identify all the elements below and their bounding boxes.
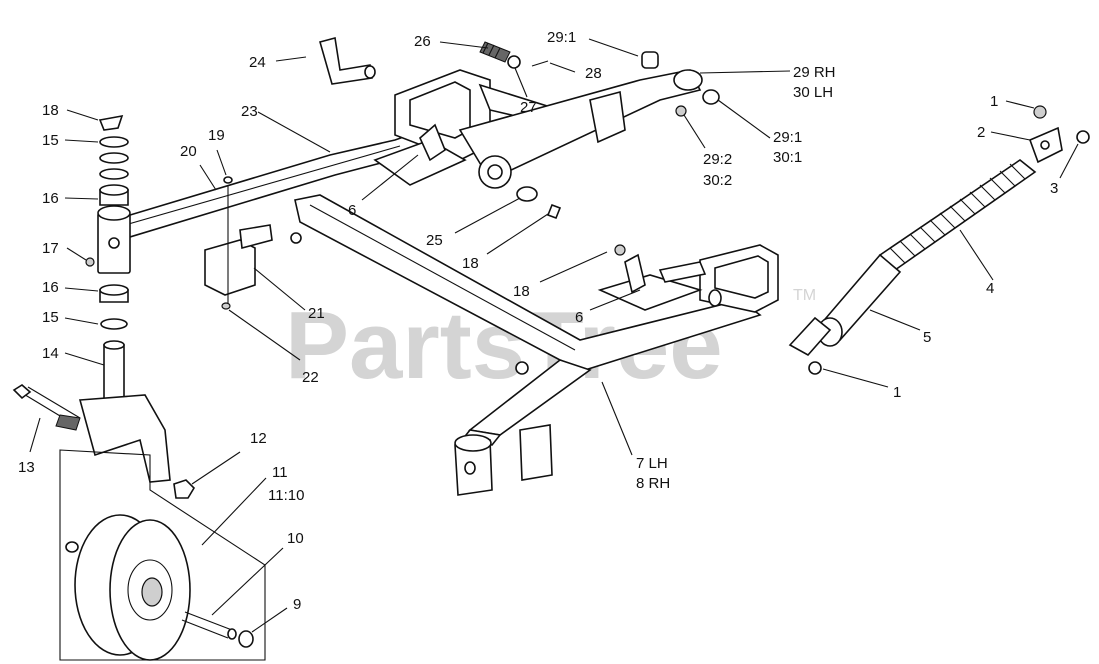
callout-5: 5	[923, 329, 931, 346]
callout-13: 13	[18, 459, 35, 476]
washer-25	[516, 186, 538, 202]
plate-upper-tab	[419, 123, 446, 162]
screw-29-2	[675, 105, 687, 117]
callout-15-upper: 15	[42, 132, 59, 149]
mid-bracket	[204, 176, 302, 310]
callout-30-lh: 30 LH	[793, 84, 833, 101]
caster-fork-tube	[97, 205, 131, 274]
lower-socket-tube	[454, 434, 493, 496]
handle-rod	[319, 36, 376, 85]
caster-bushing-16b-top	[99, 284, 129, 296]
callout-2: 2	[977, 124, 985, 141]
callout-9: 9	[293, 596, 301, 613]
callout-1-top: 1	[990, 93, 998, 110]
bushing-29-1-right	[702, 89, 720, 105]
lower-bracket-drop	[519, 424, 553, 481]
bushing-29-1-top	[641, 51, 659, 69]
callout-8-rh: 8 RH	[636, 475, 670, 492]
callout-22: 22	[302, 369, 319, 386]
caster-ring-b	[99, 168, 129, 180]
callout-18-mid: 18	[462, 255, 479, 272]
clip-18-mid	[546, 203, 562, 220]
callout-25: 25	[426, 232, 443, 249]
callout-14: 14	[42, 345, 59, 362]
nut-3	[1076, 130, 1090, 144]
callout-18-lower: 18	[513, 283, 530, 300]
callout-19: 19	[208, 127, 225, 144]
caster-ring-a	[99, 152, 129, 164]
caster-bolt-13	[12, 384, 81, 431]
caster-axle-10	[181, 611, 237, 640]
callout-21: 21	[308, 305, 325, 322]
caster-clip-18	[98, 114, 124, 131]
caster-spacer-9	[238, 630, 254, 648]
callout-4: 4	[986, 280, 994, 297]
caster-grease-17	[85, 257, 95, 267]
caster-fork	[78, 394, 171, 483]
caster-washer-15b	[100, 318, 128, 330]
callout-30-2: 30:2	[703, 172, 732, 189]
callout-16-upper: 16	[42, 190, 59, 207]
washer-27	[507, 55, 521, 69]
nut-18-lower	[614, 244, 626, 256]
pin-28	[531, 60, 549, 67]
callout-11-10: 11:10	[268, 487, 304, 504]
callout-6-lower: 6	[575, 309, 583, 326]
screw-1-lower	[808, 361, 822, 375]
callout-17: 17	[42, 240, 59, 257]
callout-7-lh: 7 LH	[636, 455, 668, 472]
caster-washer-15a	[99, 136, 129, 148]
callout-1-bottom: 1	[893, 384, 901, 401]
spring-bracket-2	[1028, 126, 1063, 164]
callout-11: 11	[272, 464, 288, 481]
caster-nut-12	[173, 479, 196, 499]
upper-right-arm	[458, 69, 703, 189]
spring-coils	[879, 163, 1026, 271]
callout-10: 10	[287, 530, 304, 547]
leader-lines	[29, 38, 1079, 633]
callout-15-lower: 15	[42, 309, 59, 326]
callout-23: 23	[241, 103, 258, 120]
callout-30-1: 30:1	[773, 149, 802, 166]
callout-27: 27	[520, 99, 537, 116]
caster-spindle-14	[103, 340, 125, 406]
callout-12: 12	[250, 430, 267, 447]
spring-end-bracket-lower	[788, 316, 832, 357]
lower-frame-hole	[515, 361, 529, 375]
callout-16-lower: 16	[42, 279, 59, 296]
lower-right-bracket	[597, 244, 779, 313]
callout-28: 28	[585, 65, 602, 82]
callout-6-upper: 6	[348, 202, 356, 219]
callout-29-1-right: 29:1	[773, 129, 802, 146]
spring-tube-5	[817, 253, 902, 347]
caster-bushing-16a-top	[99, 184, 129, 196]
callout-29-1-top: 29:1	[547, 29, 576, 46]
caster-plate-washer	[65, 541, 79, 553]
callout-29-rh: 29 RH	[793, 64, 836, 81]
callout-26: 26	[414, 33, 431, 50]
watermark-trademark: TM	[793, 287, 816, 304]
spring-4	[878, 159, 1037, 272]
callouts: 24 26 27 28 29:1 29 RH 30 LH 29:1 30:1 2…	[18, 29, 1058, 613]
callout-24: 24	[249, 54, 266, 71]
callout-29-2: 29:2	[703, 151, 732, 168]
caster-wheel	[74, 514, 191, 661]
callout-18-caster: 18	[42, 102, 59, 119]
callout-20: 20	[180, 143, 197, 160]
screw-1-upper	[1033, 105, 1047, 119]
small-spring	[479, 41, 511, 63]
callout-3: 3	[1050, 180, 1058, 197]
